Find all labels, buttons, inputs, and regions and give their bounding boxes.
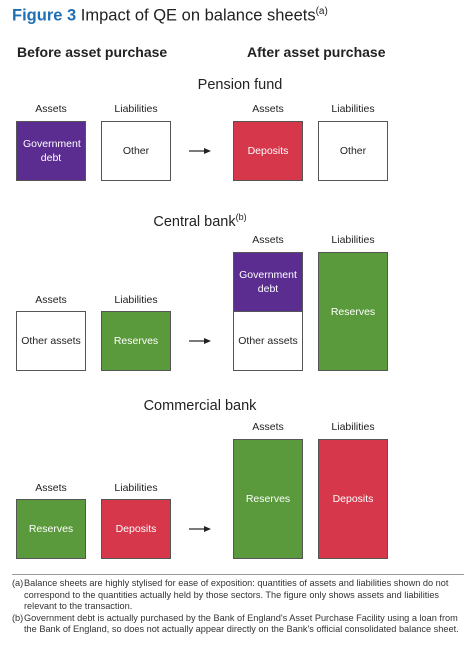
- commercial-bank-title: Commercial bank: [143, 398, 257, 414]
- block-label: Other assets: [21, 335, 81, 347]
- commercial-after-deposits-block: Deposits: [318, 439, 388, 559]
- footnote-mark: (a): [12, 578, 24, 588]
- block-label: Deposits: [247, 145, 289, 157]
- pension-before-other-block: Other: [101, 121, 171, 181]
- block-label: Reserves: [245, 493, 291, 505]
- commercial-after-assets-label: Assets: [252, 421, 284, 433]
- block-label: Deposits: [332, 493, 374, 505]
- central-before-reserves-block: Reserves: [101, 311, 171, 371]
- footnote-a: (a) Balance sheets are highly stylised f…: [12, 578, 462, 613]
- block-label: Government debt: [23, 138, 81, 164]
- pension-after-liabilities-label: Liabilities: [331, 103, 375, 115]
- footnote-text: Government debt is actually purchased by…: [24, 612, 459, 635]
- right-arrow-icon: [189, 526, 211, 532]
- commercial-before-deposits-block: Deposits: [101, 499, 171, 559]
- footnote-mark: (b): [12, 612, 24, 623]
- footnotes: (a) Balance sheets are highly stylised f…: [12, 578, 462, 636]
- commercial-before-liabilities-label: Liabilities: [114, 482, 158, 494]
- central-bank-title: Central bank(b): [100, 212, 300, 230]
- block-label: Government debt: [239, 269, 297, 295]
- footnote-b: (b) Government debt is actually purchase…: [12, 613, 462, 636]
- after-heading: After asset purchase: [247, 44, 386, 60]
- central-after-government-debt-block: Government debt: [233, 252, 303, 312]
- central-after-other-assets-block: Other assets: [233, 311, 303, 371]
- pension-after-deposits-block: Deposits: [233, 121, 303, 181]
- commercial-after-liabilities-label: Liabilities: [331, 421, 375, 433]
- central-before-assets-label: Assets: [35, 294, 67, 306]
- figure-number: Figure 3: [12, 6, 77, 25]
- central-bank-title-note: (b): [235, 212, 247, 222]
- central-bank-title-text: Central bank: [153, 213, 236, 230]
- block-label: Other assets: [238, 335, 298, 347]
- before-heading: Before asset purchase: [17, 44, 168, 60]
- central-after-assets-label: Assets: [252, 234, 284, 246]
- pension-after-other-block: Other: [318, 121, 388, 181]
- commercial-before-reserves-block: Reserves: [16, 499, 86, 559]
- block-label: Reserves: [28, 523, 74, 535]
- right-arrow-icon: [189, 338, 211, 344]
- central-before-liabilities-label: Liabilities: [114, 294, 158, 306]
- pension-fund-title: Pension fund: [197, 77, 283, 93]
- block-label: Other: [122, 145, 150, 157]
- notes-divider: [12, 574, 464, 575]
- central-before-other-assets-block: Other assets: [16, 311, 86, 371]
- figure-title: Figure 3 Impact of QE on balance sheets(…: [12, 6, 328, 26]
- right-arrow-icon: [189, 148, 211, 154]
- pension-before-government-debt-block: Government debt: [16, 121, 86, 181]
- central-after-liabilities-label: Liabilities: [331, 234, 375, 246]
- pension-before-assets-label: Assets: [35, 103, 67, 115]
- figure-title-text: Impact of QE on balance sheets: [80, 6, 316, 25]
- figure-title-note: (a): [315, 6, 328, 17]
- pension-before-liabilities-label: Liabilities: [114, 103, 158, 115]
- pension-after-assets-label: Assets: [252, 103, 284, 115]
- block-label: Reserves: [113, 335, 159, 347]
- central-after-reserves-block: Reserves: [318, 252, 388, 371]
- block-label: Other: [339, 145, 367, 157]
- commercial-after-reserves-block: Reserves: [233, 439, 303, 559]
- footnote-text: Balance sheets are highly stylised for e…: [24, 578, 449, 612]
- block-label: Deposits: [115, 523, 157, 535]
- commercial-before-assets-label: Assets: [35, 482, 67, 494]
- block-label: Reserves: [330, 305, 376, 318]
